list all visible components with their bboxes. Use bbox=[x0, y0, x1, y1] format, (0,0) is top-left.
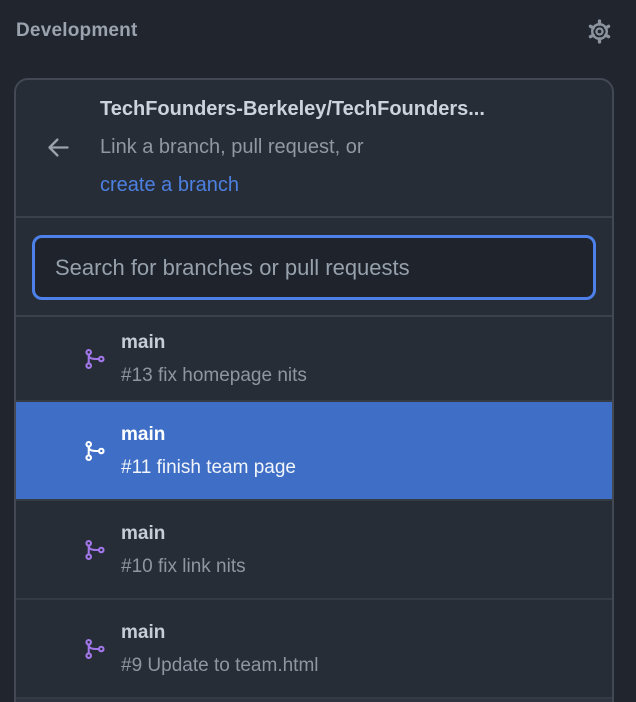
branch-name: main bbox=[121, 331, 166, 353]
gear-icon[interactable] bbox=[584, 16, 614, 46]
git-branch-icon bbox=[82, 346, 108, 372]
git-branch-icon bbox=[82, 438, 108, 464]
branch-row[interactable]: main #10 fix link nits bbox=[16, 499, 612, 598]
branch-row-partial[interactable] bbox=[16, 697, 612, 702]
branch-row[interactable]: main #13 fix homepage nits bbox=[16, 317, 612, 400]
link-subtitle: Link a branch, pull request, or bbox=[100, 136, 364, 158]
development-section-header: Development bbox=[0, 0, 636, 62]
pr-detail: #13 fix homepage nits bbox=[121, 364, 307, 386]
git-branch-icon bbox=[82, 537, 108, 563]
pr-detail: #11 finish team page bbox=[121, 456, 296, 478]
create-branch-link[interactable]: create a branch bbox=[100, 174, 239, 196]
search-section bbox=[16, 218, 612, 317]
branch-name: main bbox=[121, 522, 166, 544]
popover-header: TechFounders-Berkeley/TechFounders... Li… bbox=[16, 80, 612, 218]
back-button[interactable] bbox=[16, 134, 100, 161]
arrow-left-icon bbox=[47, 137, 69, 157]
branch-name: main bbox=[121, 621, 166, 643]
git-branch-icon bbox=[82, 636, 108, 662]
branch-pr-list: main #13 fix homepage nits main #11 fini… bbox=[16, 317, 612, 702]
branch-row-selected[interactable]: main #11 finish team page bbox=[16, 400, 612, 499]
pr-detail: #10 fix link nits bbox=[121, 555, 246, 577]
section-title: Development bbox=[16, 20, 138, 41]
pr-detail: #9 Update to team.html bbox=[121, 654, 319, 676]
repo-title: TechFounders-Berkeley/TechFounders... bbox=[100, 98, 485, 120]
branch-row[interactable]: main #9 Update to team.html bbox=[16, 598, 612, 697]
search-input[interactable] bbox=[32, 235, 596, 300]
link-branch-popover: TechFounders-Berkeley/TechFounders... Li… bbox=[14, 78, 614, 702]
branch-name: main bbox=[121, 423, 166, 445]
